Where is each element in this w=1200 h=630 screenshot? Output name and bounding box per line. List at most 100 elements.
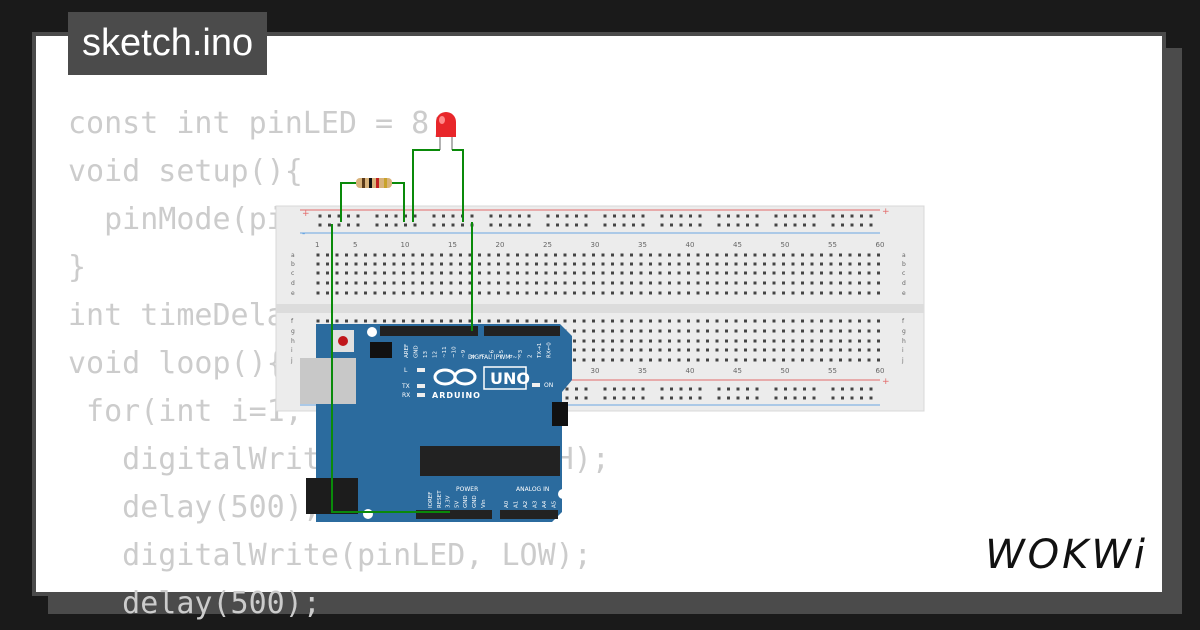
mount-hole	[558, 489, 568, 499]
header-power	[416, 510, 492, 519]
header-digital-right	[484, 326, 560, 336]
row-letter: c	[291, 270, 294, 277]
column-number: 1	[315, 241, 319, 249]
on-label: ON	[544, 382, 553, 389]
row-letter: b	[902, 261, 906, 268]
column-number: 15	[448, 241, 457, 249]
mount-hole	[363, 509, 373, 519]
arduino-uno-board[interactable]: DIGITAL (PWM ~) UNO ARDUINO L TX RX ON P…	[300, 324, 572, 522]
code-line: void setup(){	[68, 154, 303, 189]
row-letter: e	[291, 290, 295, 297]
pin-label: A0	[504, 500, 510, 508]
pin-label: 8	[471, 354, 477, 358]
column-number: 5	[353, 241, 357, 249]
led[interactable]	[436, 112, 456, 150]
pin-label: A5	[552, 500, 558, 508]
column-number: 30	[591, 241, 600, 249]
atmega-chip	[420, 446, 560, 476]
column-number: 50	[781, 241, 790, 249]
code-line: delay(500);	[68, 490, 321, 525]
pin-label: IOREF	[428, 492, 434, 508]
pin-label: GND	[414, 345, 420, 358]
column-number: 45	[733, 367, 742, 375]
wires	[331, 149, 473, 513]
row-letter: a	[902, 252, 906, 259]
rx-label: RX	[402, 392, 410, 399]
reset-button[interactable]	[338, 336, 348, 346]
file-tab[interactable]: sketch.ino	[68, 12, 268, 75]
rail-plus-bottom: +	[882, 377, 890, 387]
icsp-header-2	[552, 402, 568, 426]
column-number: 55	[828, 367, 837, 375]
pin-label: ~11	[442, 346, 448, 358]
column-number: 50	[781, 367, 790, 375]
header-digital-left	[380, 326, 478, 336]
uno-label: UNO	[490, 369, 530, 388]
column-number: 35	[638, 241, 647, 249]
row-letter: f	[291, 318, 294, 325]
row-letter: j	[901, 357, 904, 364]
pin-label: GND	[472, 495, 478, 508]
pin-label: ~6	[490, 349, 496, 358]
column-number: 55	[828, 241, 837, 249]
row-letter: a	[291, 252, 295, 259]
rail-minus-top: -	[302, 229, 305, 239]
icsp-header	[370, 342, 392, 358]
pin-label: ~5	[499, 349, 505, 358]
row-letter: h	[902, 338, 906, 345]
row-letter: g	[291, 328, 295, 335]
pin-label: A2	[523, 501, 529, 508]
pin-label: 13	[423, 351, 429, 358]
pin-label: 7	[480, 354, 486, 358]
tx-label: TX	[401, 383, 410, 390]
row-letter: d	[902, 280, 906, 287]
pin-label: ~9	[461, 349, 467, 358]
row-letter: c	[902, 270, 905, 277]
pin-label: GND	[463, 495, 469, 508]
row-letter: j	[290, 357, 293, 364]
rail-plus-right: +	[882, 207, 890, 217]
power-label: POWER	[456, 486, 478, 493]
analog-label: ANALOG IN	[516, 486, 549, 493]
pin-label: A4	[542, 500, 548, 508]
mount-hole	[367, 327, 377, 337]
column-number: 30	[591, 367, 600, 375]
row-letter: b	[291, 261, 295, 268]
column-number: 45	[733, 241, 742, 249]
row-letter: d	[291, 280, 295, 287]
row-letter: f	[902, 318, 905, 325]
infinity-logo-icon	[433, 368, 477, 386]
column-number: 40	[686, 241, 695, 249]
pin-label: ~10	[452, 346, 458, 358]
column-number: 60	[876, 367, 885, 375]
pin-label: 4	[509, 354, 515, 358]
pin-label: RESET	[437, 490, 443, 508]
arduino-label: ARDUINO	[432, 391, 481, 400]
pin-label: RX←0	[547, 342, 553, 358]
row-letter: e	[902, 290, 906, 297]
column-number: 60	[876, 241, 885, 249]
pin-label: 2	[528, 355, 534, 359]
code-line: digitalWrite(pinLED, LOW);	[68, 538, 592, 573]
column-number: 20	[496, 241, 505, 249]
code-line: const int pinLED = 8;	[68, 106, 448, 141]
pin-label: ~3	[518, 349, 524, 358]
column-number: 40	[686, 367, 695, 375]
pin-label: 12	[433, 351, 439, 358]
row-letter: g	[902, 328, 906, 335]
code-line: delay(500);	[68, 586, 321, 621]
row-letter: i	[902, 347, 904, 354]
row-letter: h	[291, 338, 295, 345]
column-number: 25	[543, 241, 552, 249]
header-analog	[500, 510, 558, 519]
column-number: 35	[638, 367, 647, 375]
usb-port	[300, 358, 356, 404]
pin-label: 5V	[454, 501, 460, 508]
pin-label: Vin	[481, 499, 487, 508]
pin-label: AREF	[404, 344, 410, 358]
rail-plus-top: +	[302, 209, 310, 219]
